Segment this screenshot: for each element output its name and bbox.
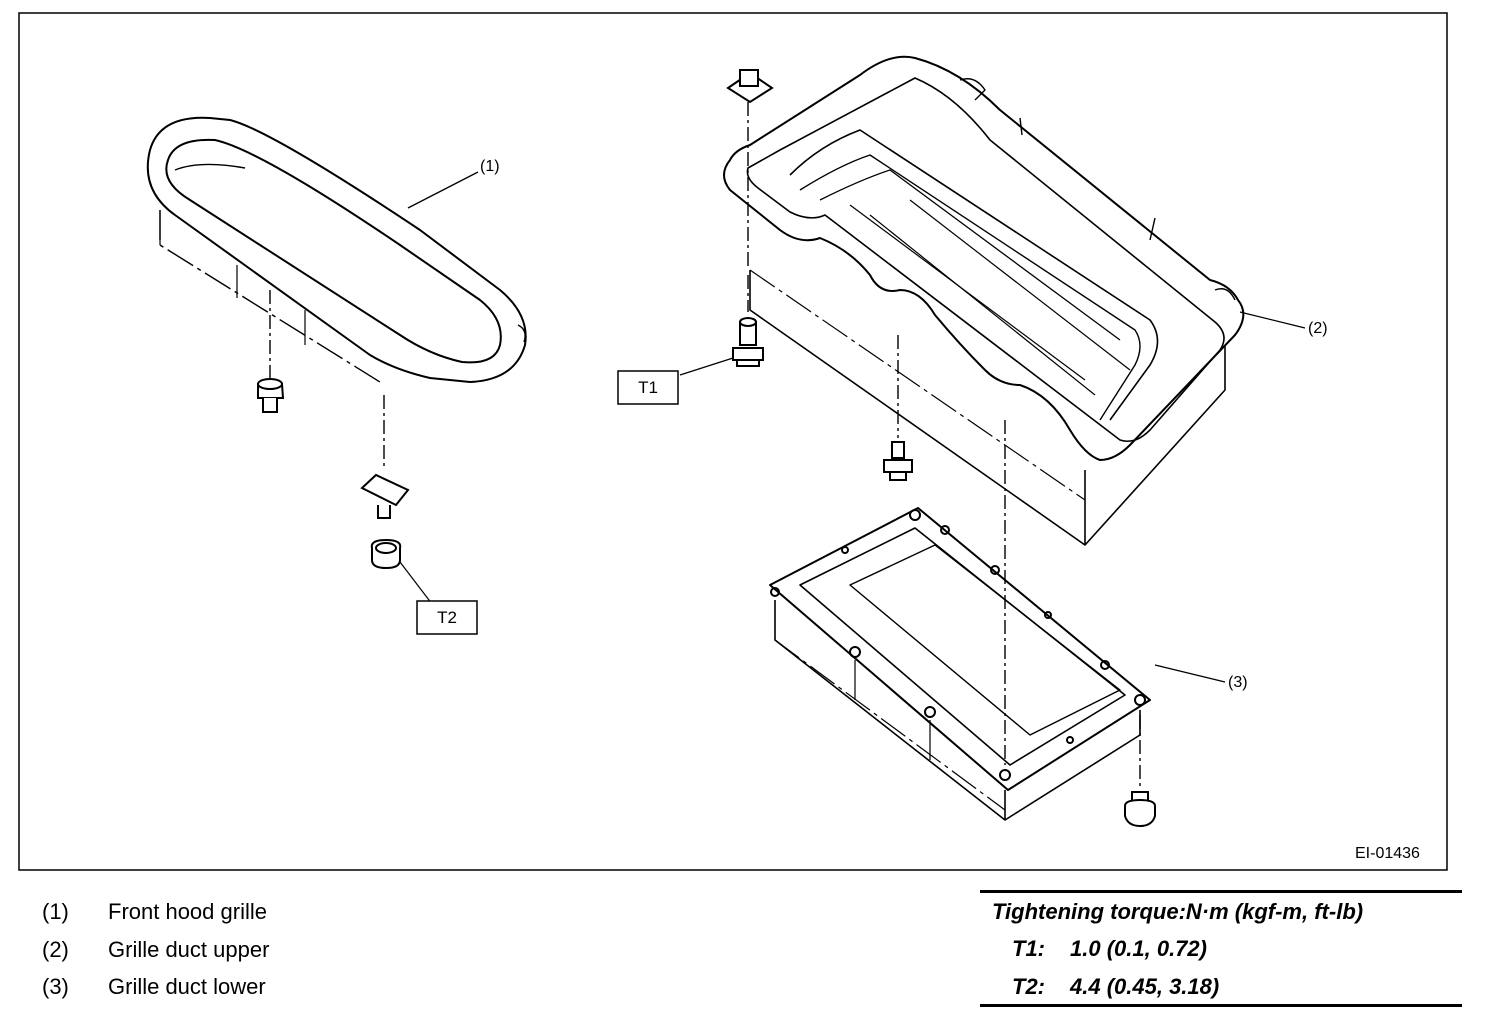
t1-box: [617, 370, 679, 405]
torque-row-t1-code: T1:: [1012, 936, 1045, 961]
bracket-nut-drawing: [360, 395, 433, 605]
upper-clip-drawing: [726, 69, 774, 270]
torque-top-rule: [980, 890, 1462, 893]
grille-clip-drawing: [257, 290, 285, 413]
callout-1: (1): [480, 158, 500, 175]
t1-label: T1: [638, 378, 658, 397]
legend-item-2: (2) Grille duct upper: [42, 935, 269, 965]
torque-row-t2-code: T2:: [1012, 974, 1045, 999]
torque-row-t2-value: 4.4 (0.45, 3.18): [1070, 974, 1220, 999]
torque-row-t1-value: 1.0 (0.1, 0.72): [1070, 936, 1207, 961]
legend-num: (2): [42, 937, 69, 962]
front-hood-grille-drawing: [146, 116, 527, 383]
torque-bottom-rule: [980, 1004, 1462, 1007]
t2-label: T2: [437, 608, 457, 627]
torque-table: Tightening torque:N·m (kgf-m, ft-lb) T1:…: [980, 890, 1462, 1008]
push-clip-drawing: [1124, 715, 1156, 828]
grille-duct-lower-drawing: [769, 507, 1151, 821]
grille-duct-upper-drawing: [723, 55, 1245, 546]
bolt-t1-drawing: [679, 275, 764, 376]
legend-label: Grille duct lower: [108, 974, 266, 999]
legend-num: (1): [42, 899, 69, 924]
figure-code: EI-01436: [1355, 845, 1420, 862]
legend-label: Front hood grille: [108, 899, 267, 924]
diagram-frame: [18, 12, 1448, 871]
center-screw-drawing: [883, 335, 913, 481]
legend-num: (3): [42, 974, 69, 999]
callout-leaders: [407, 171, 1306, 683]
t2-box: [416, 600, 478, 635]
legend-item-1: (1) Front hood grille: [42, 897, 267, 927]
legend-label: Grille duct upper: [108, 937, 270, 962]
torque-title: Tightening torque:N·m (kgf-m, ft-lb): [992, 899, 1364, 924]
callout-2: (2): [1308, 320, 1328, 337]
callout-3: (3): [1228, 674, 1248, 691]
legend-item-3: (3) Grille duct lower: [42, 972, 266, 1002]
